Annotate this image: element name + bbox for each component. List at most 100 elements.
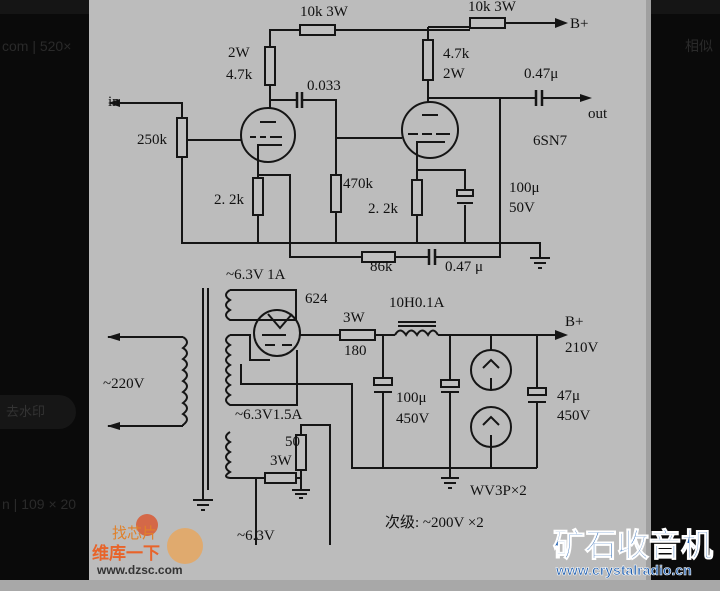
schematic-mark <box>108 336 183 427</box>
capacitor-047-out <box>534 90 544 106</box>
crystal-title-text: 矿石收音机 <box>553 526 713 564</box>
label-r-cath-right: 2. 2k <box>368 201 399 217</box>
resistor-86k <box>361 251 396 263</box>
choke-coil <box>394 329 439 337</box>
resistor-2k2-right <box>411 179 423 216</box>
dzsc-url-text: www.dzsc.com <box>96 563 183 577</box>
resistor-50-3w <box>295 434 307 471</box>
schematic-mark <box>300 334 555 489</box>
label-bplus-voltage: 210V <box>565 340 599 356</box>
tube-6sn7-right <box>401 101 459 159</box>
ground-symbol <box>530 257 550 269</box>
schematic-mark <box>401 101 459 159</box>
capacitor-047-feedback <box>427 249 437 265</box>
label-out: out <box>588 106 608 122</box>
heater-coil-1-5a <box>225 424 331 545</box>
resistor-4k7-left <box>264 46 276 86</box>
label-c-out: 0.47μ <box>524 66 558 82</box>
rectifier-tube-624 <box>253 309 301 357</box>
label-r-grid: 470k <box>343 176 374 192</box>
label-tube: 6SN7 <box>533 133 568 149</box>
label-heater-out: ~6.3V <box>237 528 275 544</box>
label-c-cath-rating: 50V <box>509 200 535 216</box>
schematic-mark <box>427 80 580 102</box>
label-in: in <box>108 94 120 110</box>
capacitor-100u-50v <box>456 189 474 204</box>
resistor-470k <box>330 174 342 213</box>
crystalradio-watermark-logo: 矿石收音机 www.crystalradio.cn <box>553 526 714 579</box>
label-c2-v: 47μ <box>557 388 580 404</box>
tube-6sn7-left <box>240 107 296 163</box>
capacitor-47u-450v <box>527 387 547 403</box>
schematic-mark <box>482 358 500 447</box>
schematic-mark <box>257 98 501 258</box>
resistor-2k2-left <box>252 177 264 216</box>
regulator-tubes <box>470 349 512 448</box>
hv-secondary-coil <box>225 334 298 406</box>
bg-image-info-top: com | 520× <box>2 38 72 54</box>
remove-watermark-button[interactable]: 去水印 <box>0 395 76 429</box>
label-r-feedback: 86k <box>370 259 393 275</box>
label-r-cath-left: 2. 2k <box>214 192 245 208</box>
schematic-mark <box>136 514 158 536</box>
label-r-anode-right-v: 4.7k <box>443 46 470 62</box>
label-r-anode-left-v: 4.7k <box>226 67 253 83</box>
resistor-hum <box>264 472 297 484</box>
scrollbar[interactable] <box>646 0 651 580</box>
label-r-anode-left-w: 2W <box>228 45 251 61</box>
dzsc-top-text: 找芯片 <box>112 524 157 542</box>
schematic-mark <box>262 313 293 346</box>
resistor-180 <box>339 329 376 341</box>
capacitor-0033 <box>295 92 304 108</box>
resistor-10k-right <box>469 17 506 29</box>
label-c1-rating: 450V <box>396 411 430 427</box>
label-pot: 250k <box>137 132 168 148</box>
label-r-hum-v: 50 <box>285 434 300 450</box>
amplifier-wiring <box>108 18 592 269</box>
label-r-anode-right-w: 2W <box>443 66 466 82</box>
schematic-mark <box>250 121 282 150</box>
label-c-feedback: 0.47 μ <box>445 259 483 275</box>
label-heater-1: ~6.3V 1A <box>226 267 286 283</box>
label-rectifier: 624 <box>305 291 328 307</box>
schematic-mark <box>269 85 337 243</box>
label-mains: ~220V <box>103 376 145 392</box>
schematic-mark <box>193 288 213 511</box>
capacitor-100u-450v <box>373 377 393 393</box>
bg-image-info-bottom: n | 109 × 20 <box>2 496 77 512</box>
schematic-mark <box>408 114 450 158</box>
bottom-strip <box>0 580 720 591</box>
label-c2-rating: 450V <box>557 408 591 424</box>
label-r-top-right: 10k 3W <box>468 0 517 15</box>
label-c-cath-v: 100μ <box>509 180 540 196</box>
resistor-10k-left <box>299 24 336 36</box>
capacitor-filter-2 <box>440 379 460 393</box>
schematic-paper <box>89 0 646 580</box>
heater-coil-1a <box>225 289 297 321</box>
resistor-4k7-right <box>422 39 434 81</box>
dzsc-mid-text: 维库一下 <box>92 543 160 564</box>
label-c-coupling: 0.033 <box>307 78 341 94</box>
label-bplus-ps: B+ <box>565 314 583 330</box>
schematic-mark <box>253 309 301 357</box>
bg-similar-label: 相似 <box>685 38 713 54</box>
schematic-mark <box>269 22 555 47</box>
choke-core <box>398 321 436 327</box>
schematic-mark <box>240 107 296 163</box>
label-heater-2: ~6.3V1.5A <box>235 407 302 423</box>
label-c1-v: 100μ <box>396 390 427 406</box>
label-r-series-v: 180 <box>344 343 367 359</box>
label-r-hum-w: 3W <box>270 453 293 469</box>
schematic-mark <box>416 158 466 243</box>
schematic-mark <box>120 102 541 258</box>
label-regulators: WV3P×2 <box>470 483 527 499</box>
crystal-url-text: www.crystalradio.cn <box>555 562 692 578</box>
label-r-series-w: 3W <box>343 310 366 326</box>
label-choke: 10H0.1A <box>389 295 445 311</box>
power-supply-wiring <box>107 288 568 545</box>
label-r-top-left: 10k 3W <box>300 4 349 20</box>
primary-coil <box>181 336 188 426</box>
label-bplus: B+ <box>570 16 588 32</box>
schematic-mark <box>167 528 203 564</box>
